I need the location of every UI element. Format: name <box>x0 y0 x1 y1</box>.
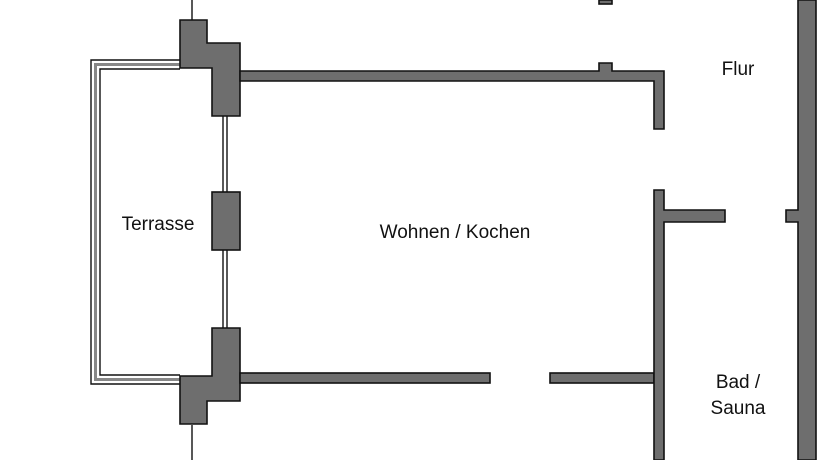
wall-bottom-left <box>239 372 491 384</box>
corner-column-bottom <box>179 327 241 425</box>
middle-pier <box>211 191 241 251</box>
wall-stub-top <box>598 0 613 5</box>
partition-wall <box>653 189 726 460</box>
terrace-railing <box>90 59 180 385</box>
wall-top <box>239 62 665 130</box>
corner-column-top <box>179 19 241 117</box>
glass-facade <box>222 116 228 328</box>
room-label-bad-sauna-line1: Bad / <box>716 372 761 393</box>
wall-right <box>785 0 817 460</box>
room-label-flur: Flur <box>722 59 755 80</box>
room-label-terrasse: Terrasse <box>122 214 195 235</box>
room-label-bad-sauna-line2: Sauna <box>711 398 766 419</box>
room-label-wohnen-kochen: Wohnen / Kochen <box>380 222 531 243</box>
wall-bottom-right <box>549 372 655 384</box>
